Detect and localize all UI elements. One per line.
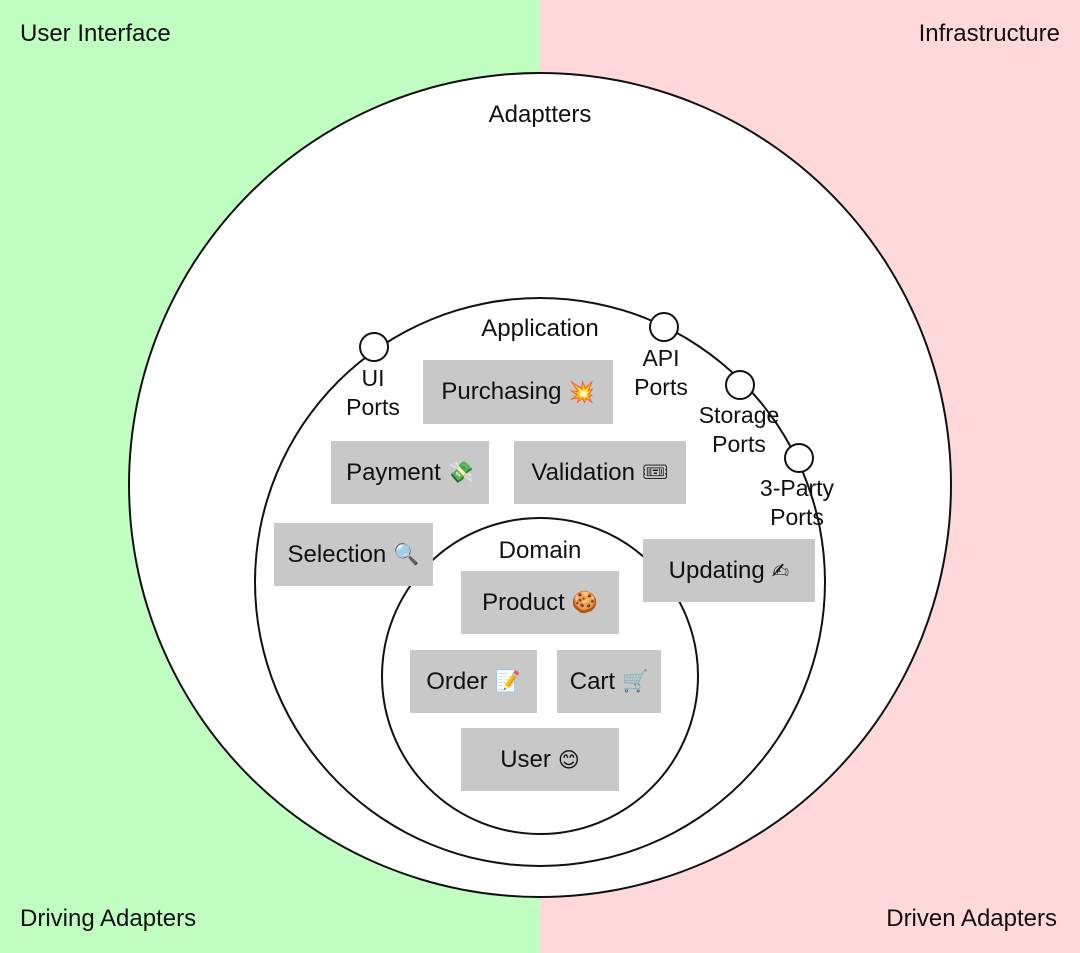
shopping-cart-icon: 🛒	[622, 669, 649, 693]
application-title: Application	[481, 315, 599, 342]
driven-adapters-label: Driven Adapters	[886, 905, 1057, 932]
validation-box: Validation🎟	[514, 441, 686, 504]
payment-label: Payment	[346, 458, 441, 486]
infrastructure-label: Infrastructure	[918, 20, 1060, 47]
selection-label: Selection	[287, 540, 387, 568]
storage-port-circle	[725, 370, 755, 400]
user-interface-label: User Interface	[20, 20, 171, 47]
updating-label: Updating	[668, 556, 765, 584]
cookie-icon: 🍪	[571, 590, 598, 614]
user-box: User😊	[461, 728, 619, 791]
purchasing-label: Purchasing	[441, 378, 562, 405]
ticket-icon: 🎟	[641, 460, 669, 484]
magnifier-icon: 🔍	[393, 542, 420, 566]
cart-box: Cart🛒	[557, 650, 661, 713]
third-party-port-circle	[784, 443, 814, 473]
memo-icon: 📝	[494, 669, 521, 693]
product-box: Product🍪	[461, 571, 619, 634]
user-label: User	[500, 745, 551, 773]
writing-hand-icon: ✍	[771, 558, 790, 583]
api-port-circle	[649, 312, 679, 342]
ui-port-circle	[359, 332, 389, 362]
explosion-icon: 💥	[568, 379, 595, 404]
purchasing-box: Purchasing💥	[423, 360, 613, 424]
cart-label: Cart	[569, 667, 616, 695]
smiley-icon: 😊	[557, 747, 580, 772]
validation-label: Validation	[531, 458, 635, 486]
product-label: Product	[482, 588, 565, 616]
order-box: Order📝	[410, 650, 537, 713]
adapters-title: Adaptters	[488, 101, 592, 128]
payment-box: Payment💸	[331, 441, 489, 504]
money-icon: 💸	[447, 460, 474, 484]
driving-adapters-label: Driving Adapters	[20, 905, 197, 932]
updating-box: Updating✍	[643, 539, 815, 602]
selection-box: Selection🔍	[274, 523, 433, 586]
order-label: Order	[426, 667, 488, 695]
domain-title: Domain	[498, 537, 582, 564]
